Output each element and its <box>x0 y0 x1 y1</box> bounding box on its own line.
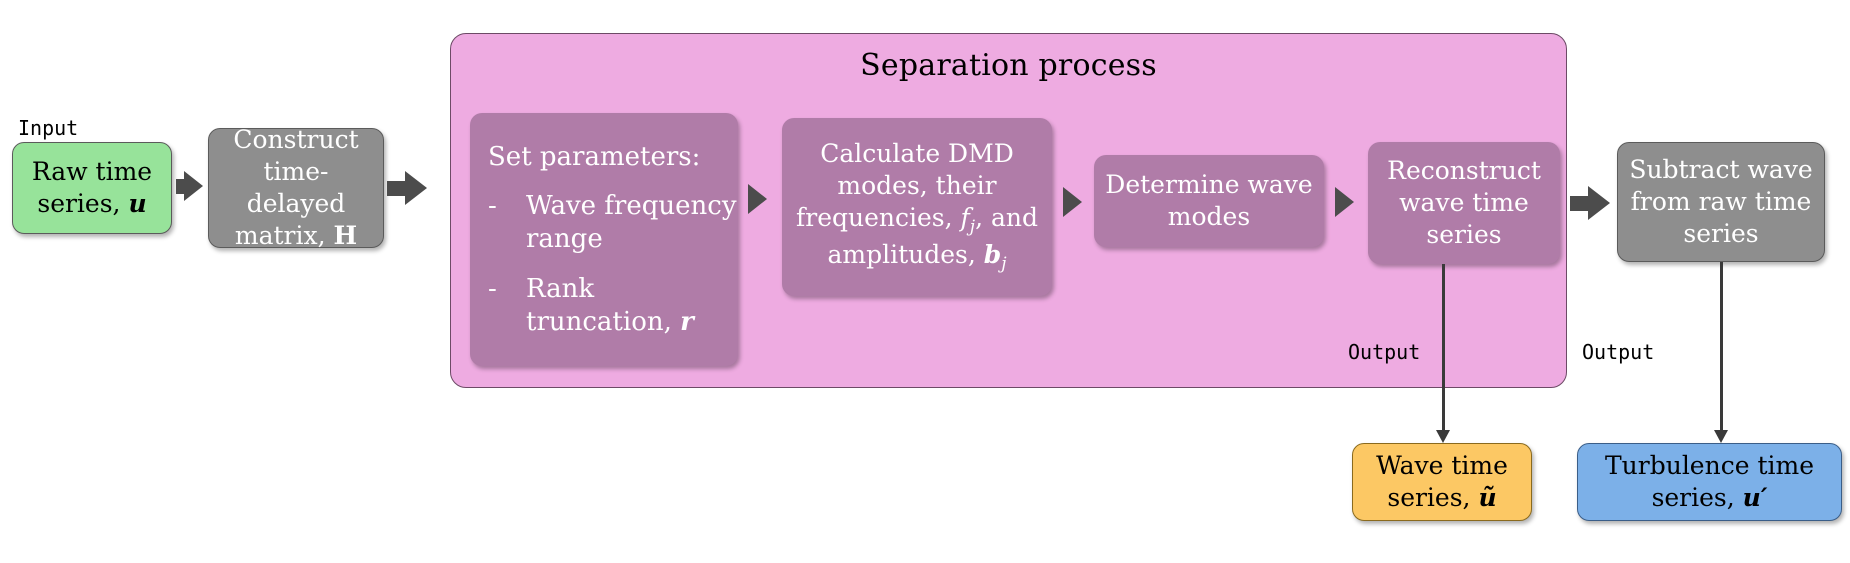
construct-matrix-box[interactable]: Construct time-delayed matrix, H <box>208 125 384 250</box>
determine-wave-modes-box[interactable]: Determine wave modes <box>1094 155 1324 247</box>
determine-line1: Determine wave <box>1105 170 1313 199</box>
construct-line2: time-delayed <box>246 157 346 218</box>
frequency-symbol: f <box>960 203 970 233</box>
reconstruct-line3: series <box>1426 220 1502 249</box>
determine-wave-modes-text: Determine wave modes <box>1094 169 1324 233</box>
calculate-dmd-text: Calculate DMD modes, their frequencies, … <box>782 138 1052 276</box>
calculate-dmd-line3-suffix: , and <box>975 203 1038 233</box>
arrow-construct-to-separation <box>387 171 427 205</box>
set-parameters-heading: Set parameters: <box>488 141 701 172</box>
rank-truncation-symbol: r <box>680 306 694 337</box>
turbulence-output-line2-prefix: series, <box>1651 483 1743 512</box>
bullet-dash-icon-2: - <box>488 274 497 305</box>
reconstruct-wave-box[interactable]: Reconstruct wave time series <box>1368 142 1560 264</box>
reconstruct-wave-text: Reconstruct wave time series <box>1368 155 1560 251</box>
turbulence-time-series-text: Turbulence time series, u′ <box>1578 450 1841 514</box>
amplitude-symbol: b <box>983 240 1002 269</box>
subtract-line3: series <box>1683 219 1759 248</box>
set-parameters-item-1-text: Wave frequency range <box>526 191 737 254</box>
wave-time-series-text: Wave time series, ũ <box>1353 450 1531 514</box>
arrow-determine-to-reconstruct <box>1335 187 1354 217</box>
wave-output-line1: Wave time <box>1376 451 1508 480</box>
construct-line1: Construct <box>233 125 359 154</box>
reconstruct-line2: wave time <box>1399 188 1529 217</box>
set-parameters-item-2-text: Rank truncation, r <box>514 273 738 338</box>
frequency-subscript: j <box>969 217 976 238</box>
subtract-wave-box[interactable]: Subtract wave from raw time series <box>1617 142 1825 262</box>
construct-matrix-symbol: H <box>333 221 358 250</box>
wave-output-line2-prefix: series, <box>1387 483 1479 512</box>
reconstruct-line1: Reconstruct <box>1387 156 1541 185</box>
separation-process-title: Separation process <box>860 48 1157 83</box>
construct-matrix-text: Construct time-delayed matrix, H <box>209 124 383 252</box>
set-parameters-box[interactable]: Set parameters: - Wave frequency range -… <box>470 113 738 366</box>
wave-output-symbol: ũ <box>1478 483 1497 512</box>
arrow-params-to-calculate <box>748 184 767 214</box>
set-parameters-item-1: - Wave frequency range <box>488 190 738 255</box>
wave-time-series-box[interactable]: Wave time series, ũ <box>1352 443 1532 521</box>
calculate-dmd-line3-prefix: frequencies, <box>796 203 961 233</box>
raw-time-series-line2-prefix: series, <box>37 189 129 218</box>
subtract-line2: from raw time <box>1630 187 1812 216</box>
determine-line2: modes <box>1167 202 1251 231</box>
raw-time-series-line1: Raw time <box>31 157 153 186</box>
arrow-input-to-construct <box>176 171 203 201</box>
amplitude-subscript: j <box>1001 254 1007 274</box>
calculate-dmd-box[interactable]: Calculate DMD modes, their frequencies, … <box>782 118 1052 296</box>
bullet-dash-icon: - <box>488 191 497 222</box>
raw-time-series-symbol: u <box>128 189 147 218</box>
raw-time-series-box[interactable]: Raw time series, u <box>12 142 172 234</box>
raw-time-series-text: Raw time series, u <box>13 156 171 220</box>
output-label-wave: Output <box>1348 340 1421 364</box>
calculate-dmd-line4-prefix: amplitudes, <box>827 240 984 269</box>
calculate-dmd-line1: Calculate DMD <box>820 139 1014 169</box>
turbulence-output-symbol: u′ <box>1742 483 1768 512</box>
set-parameters-content: Set parameters: - Wave frequency range -… <box>470 141 738 338</box>
set-parameters-item-2: - Rank truncation, r <box>488 273 738 338</box>
subtract-line1: Subtract wave <box>1629 155 1813 184</box>
turbulence-output-line1: Turbulence time <box>1604 451 1814 480</box>
arrow-calculate-to-determine <box>1063 187 1082 217</box>
construct-line3-prefix: matrix, <box>234 221 334 250</box>
subtract-wave-text: Subtract wave from raw time series <box>1618 154 1824 250</box>
input-label: Input <box>18 116 79 140</box>
turbulence-time-series-box[interactable]: Turbulence time series, u′ <box>1577 443 1842 521</box>
output-label-turbulence: Output <box>1582 340 1655 364</box>
arrow-separation-to-subtract <box>1570 186 1610 220</box>
set-parameters-item-2-prefix: Rank truncation, <box>526 274 681 337</box>
calculate-dmd-line2: modes, their <box>837 171 997 201</box>
